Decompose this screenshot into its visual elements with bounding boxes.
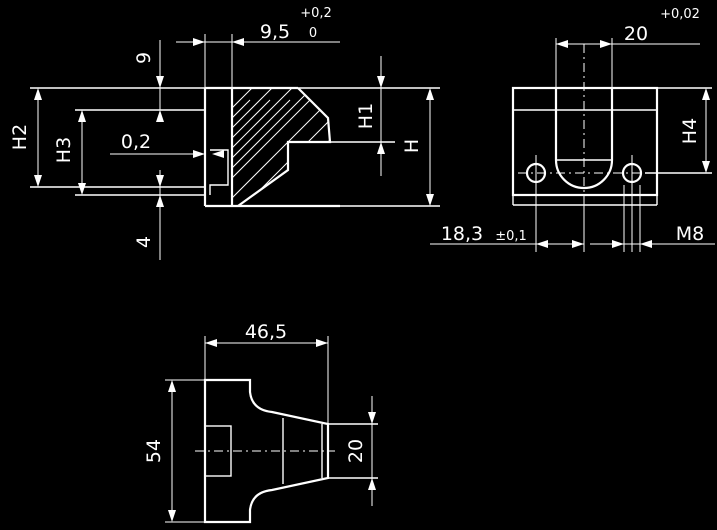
dim-20-top: 20: [624, 23, 648, 45]
dim-46-5: 46,5: [245, 321, 287, 343]
dim-9-5: 9,5: [260, 21, 290, 43]
dim-h1: H1: [355, 103, 377, 129]
tol-18-3: ±0,1: [495, 229, 527, 244]
dim-20-side: 20: [345, 439, 367, 463]
dim-h: H: [401, 139, 423, 153]
dim-m8: M8: [676, 223, 704, 245]
section-view: H2 H3 0,2 9 4 9,5 +0,2 0 H1: [9, 6, 440, 260]
dim-4: 4: [133, 236, 155, 248]
dim-9: 9: [133, 52, 155, 64]
dim-54: 54: [143, 439, 165, 463]
side-view: 20 +0,02 H4 18,3 ±0,1 M8: [430, 7, 715, 252]
tol-20-upper: +0,02: [660, 7, 700, 22]
dim-18-3: 18,3: [441, 223, 483, 245]
dim-0-2: 0,2: [121, 131, 151, 153]
dim-h4: H4: [679, 118, 701, 144]
dim-h3: H3: [53, 137, 75, 163]
tol-9-5-lower: 0: [309, 26, 317, 41]
top-view: 46,5 54 20: [143, 321, 378, 524]
dim-h2: H2: [9, 124, 31, 150]
tol-9-5-upper: +0,2: [300, 6, 332, 21]
